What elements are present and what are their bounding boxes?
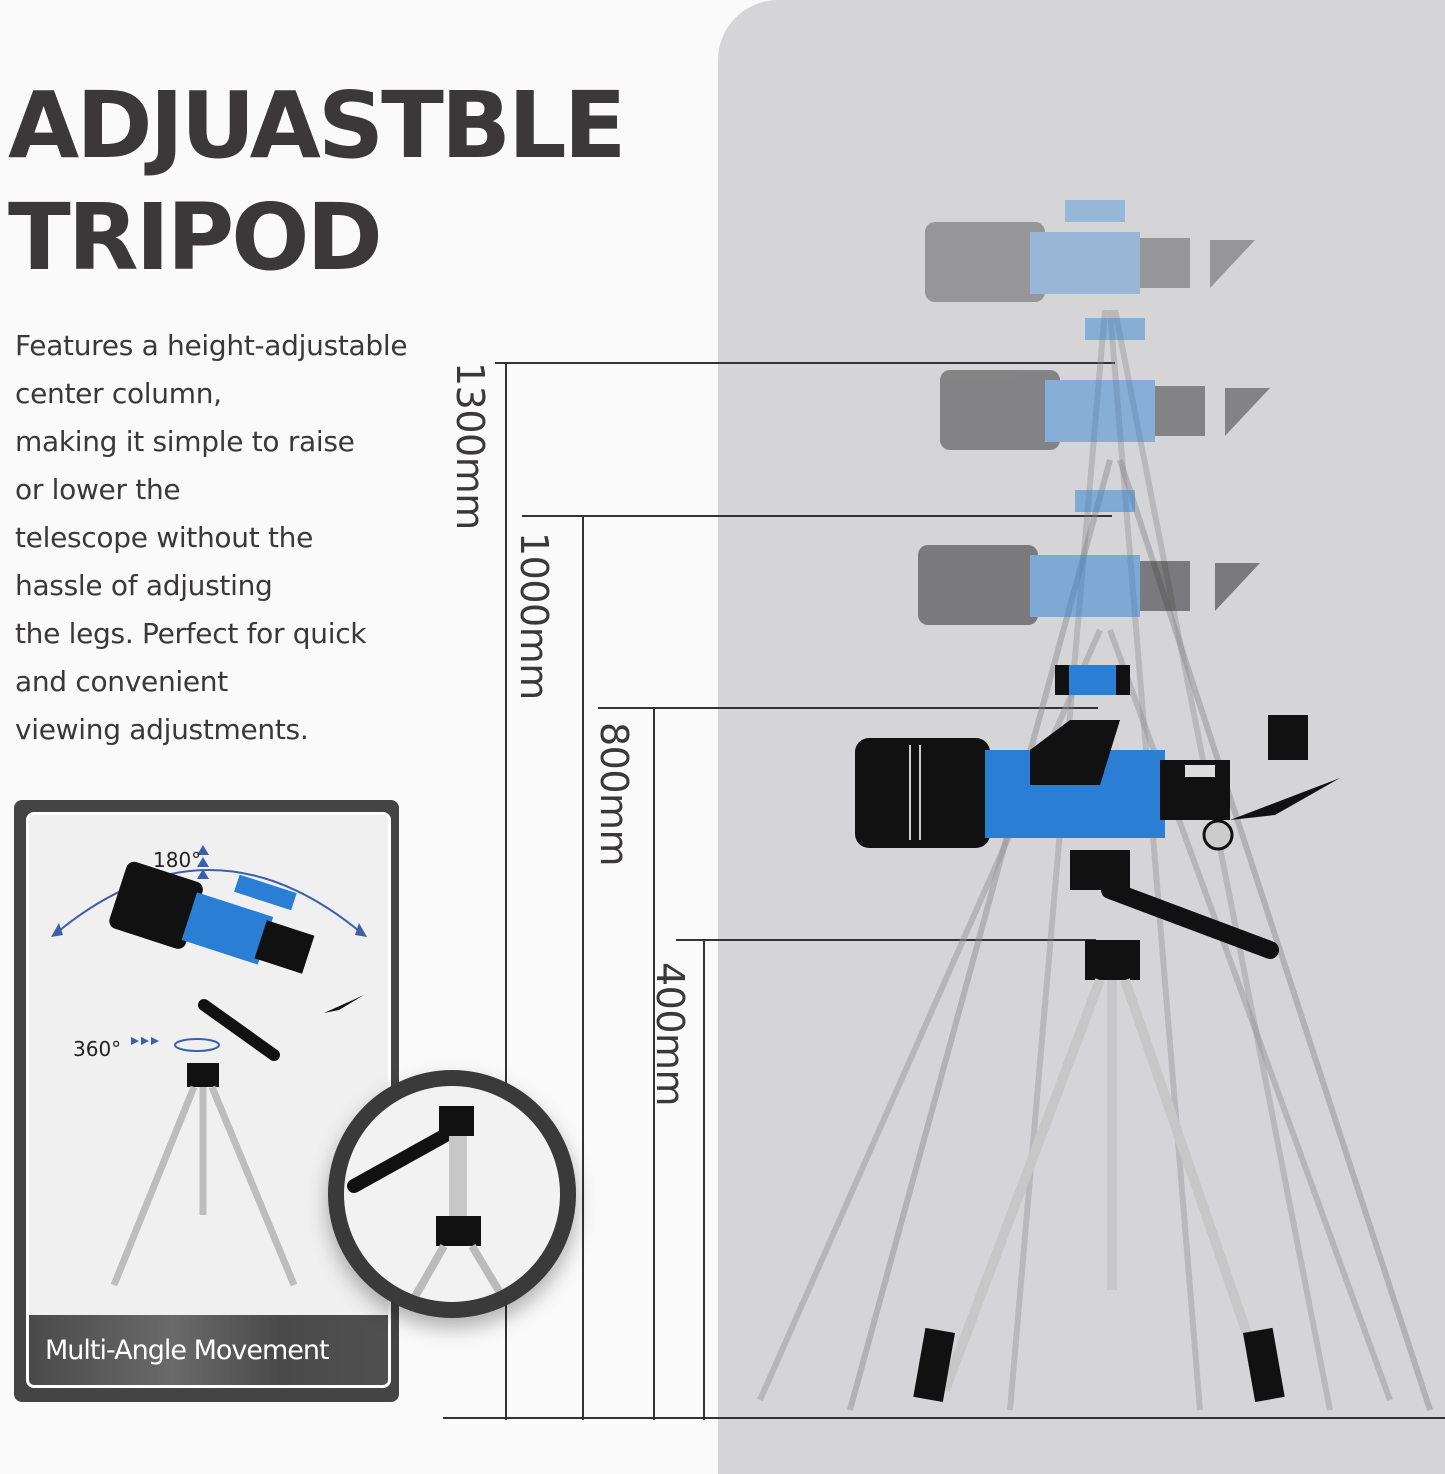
description-line: the legs. Perfect for quick: [15, 617, 367, 650]
description-line: viewing adjustments.: [15, 713, 309, 746]
height-bar-800: [653, 707, 655, 1420]
height-bar-1300: [505, 362, 507, 1420]
description-line: center column,: [15, 377, 222, 410]
height-label-800: 800mm: [592, 722, 636, 867]
telescope-product-image: [757, 200, 1433, 1411]
title-line-1: ADJUASTBLE: [8, 72, 626, 179]
description-line: and convenient: [15, 665, 228, 698]
height-marker-1000: [522, 515, 1112, 517]
ground-baseline: [443, 1417, 1445, 1419]
height-label-1300: 1300mm: [448, 362, 492, 530]
height-marker-800: [598, 707, 1098, 709]
description-line: making it simple to raise: [15, 425, 355, 458]
height-label-400: 400mm: [648, 962, 692, 1107]
height-marker-1300: [495, 362, 1115, 364]
description-line: Features a height-adjustable: [15, 329, 408, 362]
description-line: telescope without the: [15, 521, 314, 554]
multi-angle-inset: 180° 360° Multi-Angle Movement: [14, 800, 399, 1402]
inset-image-frame: 180° 360° Multi-Angle Movement: [26, 812, 391, 1388]
title-line-2: TRIPOD: [8, 184, 383, 291]
pan-angle-label: 360°: [73, 1037, 122, 1061]
description-line: hassle of adjusting: [15, 569, 273, 602]
inset-caption: Multi-Angle Movement: [45, 1335, 330, 1366]
tripod-head-detail-image: [344, 1086, 560, 1302]
page-title: ADJUASTBLE TRIPOD: [8, 70, 626, 294]
height-bar-1000: [582, 515, 584, 1420]
feature-description: Features a height-adjustable center colu…: [15, 322, 475, 754]
inset-caption-bar: Multi-Angle Movement: [29, 1315, 388, 1385]
tripod-head-detail-circle: [328, 1070, 576, 1318]
rotation-arc-icon: [51, 845, 367, 1287]
height-label-1000: 1000mm: [512, 532, 556, 700]
description-line: or lower the: [15, 473, 181, 506]
height-marker-400: [676, 939, 1096, 941]
pan-head-icon: [347, 1106, 511, 1302]
tilt-angle-label: 180°: [153, 848, 202, 872]
height-bar-400: [703, 939, 705, 1420]
